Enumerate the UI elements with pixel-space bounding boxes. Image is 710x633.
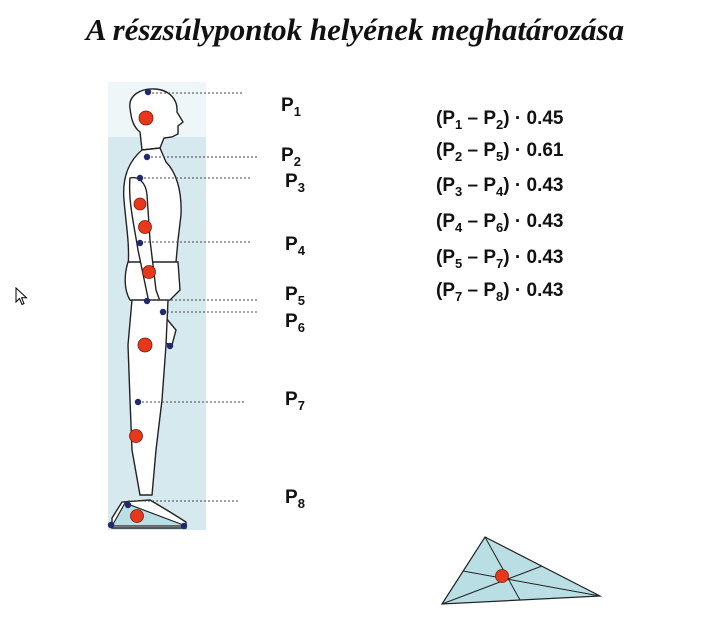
landmark-dot-p8 [124,501,132,509]
label-p2: P2 [281,145,301,169]
segment-dot-foot [130,509,144,523]
landmark-dot-wrist [166,342,174,350]
page-title: A részsúlypontok helyének meghatározása [85,12,625,47]
label-p6: P6 [285,311,305,335]
landmark-dot-p5 [143,297,151,305]
segment-dot-head [138,110,154,126]
segment-dot-forearm [142,265,156,279]
landmark-dots [107,88,188,530]
landmark-dot-p1 [144,88,152,96]
formula-row: (P5 – P7) · 0.43 [436,247,564,271]
label-p1: P1 [281,95,301,119]
label-p5: P5 [285,284,305,308]
mouse-pointer-icon [15,287,28,306]
segment-dots [129,110,156,523]
centroid-triangle [440,536,603,605]
landmark-dot-p7 [134,398,142,406]
formula-row: (P4 – P6) · 0.43 [436,211,564,235]
landmark-dot-p3 [136,174,144,182]
segment-dot-shank [129,429,143,443]
landmark-dot-p4 [136,239,144,247]
landmark-dot-toe [180,522,188,530]
label-p7: P7 [285,389,305,413]
formula-row: (P7 – P8) · 0.43 [436,280,564,304]
label-p8: P8 [285,487,305,511]
formula-row: (P2 – P5) · 0.61 [436,140,564,164]
landmark-dot-heel [107,521,115,529]
leader-lines [128,92,258,502]
formula-row: (P3 – P4) · 0.43 [436,175,564,199]
segment-dot-upper-arm [133,197,147,211]
label-p4: P4 [285,234,305,258]
segment-dot-thigh [137,337,153,353]
segment-dot-trunk [138,220,152,234]
triangle-centroid-dot [495,569,509,583]
formula-row: (P1 – P2) · 0.45 [436,108,564,132]
landmark-dot-p2 [143,153,151,161]
landmark-dot-p6 [159,308,167,316]
label-p3: P3 [285,171,305,195]
